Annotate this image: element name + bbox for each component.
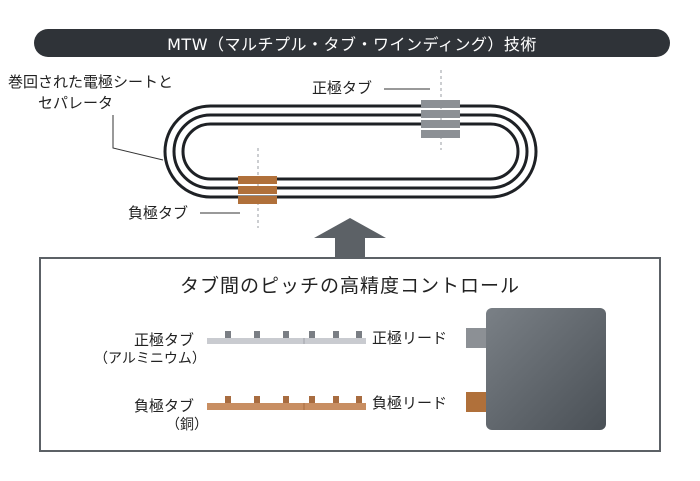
battery-cell xyxy=(466,308,606,430)
aluminum-strip-bar xyxy=(207,338,366,344)
negative-tab-mark xyxy=(356,396,362,403)
winding-label-line1: 巻回された電極シートと xyxy=(8,73,174,91)
negative-tab-layer xyxy=(238,176,277,184)
copper-strip-bar xyxy=(207,403,366,410)
positive-tab-mark xyxy=(356,331,362,338)
winding-middle-loop xyxy=(172,113,529,190)
winding-leader xyxy=(112,115,164,161)
positive-strip xyxy=(207,331,366,344)
positive-tab-layer xyxy=(421,120,460,128)
positive-lead-label: 正極リード xyxy=(372,329,448,347)
negative-material-label: （銅） xyxy=(166,417,208,433)
strip-negative-tab-label: 負極タブ xyxy=(134,397,195,415)
negative-tab-mark xyxy=(225,396,231,403)
title-bar: MTW（マルチプル・タブ・ワインディング）技術 xyxy=(34,29,670,57)
pitch-control-title: タブ間のピッチの高精度コントロール xyxy=(179,275,520,297)
positive-tab-mark xyxy=(283,331,289,338)
negative-lead-label: 負極リード xyxy=(372,394,448,412)
negative-strip xyxy=(207,396,366,410)
positive-tab-mark xyxy=(225,331,231,338)
positive-tab-layer xyxy=(421,100,460,108)
cell-body xyxy=(486,308,606,430)
negative-tab-stack xyxy=(238,148,277,228)
positive-tab-stack xyxy=(421,70,460,150)
negative-tab-label: 負極タブ xyxy=(128,204,189,222)
negative-tab-mark xyxy=(309,396,315,403)
negative-tab-layer xyxy=(238,186,277,194)
winding-loops xyxy=(163,104,538,199)
winding-label-line2: セパレータ xyxy=(38,94,114,112)
negative-tab-mark xyxy=(254,396,260,403)
positive-tab-layer xyxy=(421,130,460,138)
positive-tab-layer xyxy=(421,110,460,118)
positive-tab-mark xyxy=(254,331,260,338)
title-text: MTW（マルチプル・タブ・ワインディング）技術 xyxy=(167,35,537,54)
positive-tab-mark xyxy=(333,331,339,338)
negative-tab-mark xyxy=(283,396,289,403)
down-arrow xyxy=(314,218,386,257)
strip-positive-tab-label: 正極タブ xyxy=(134,331,195,349)
leader-lines xyxy=(112,88,430,214)
pitch-control-box xyxy=(39,257,661,452)
positive-material-label: （アルミニウム） xyxy=(94,351,206,367)
positive-tab-label: 正極タブ xyxy=(312,79,373,97)
negative-tab-mark xyxy=(333,396,339,403)
negative-tab-layer xyxy=(238,196,277,204)
winding-outer-loop xyxy=(163,104,538,199)
positive-tab-mark xyxy=(309,331,315,338)
winding-inner-loop xyxy=(181,122,520,181)
